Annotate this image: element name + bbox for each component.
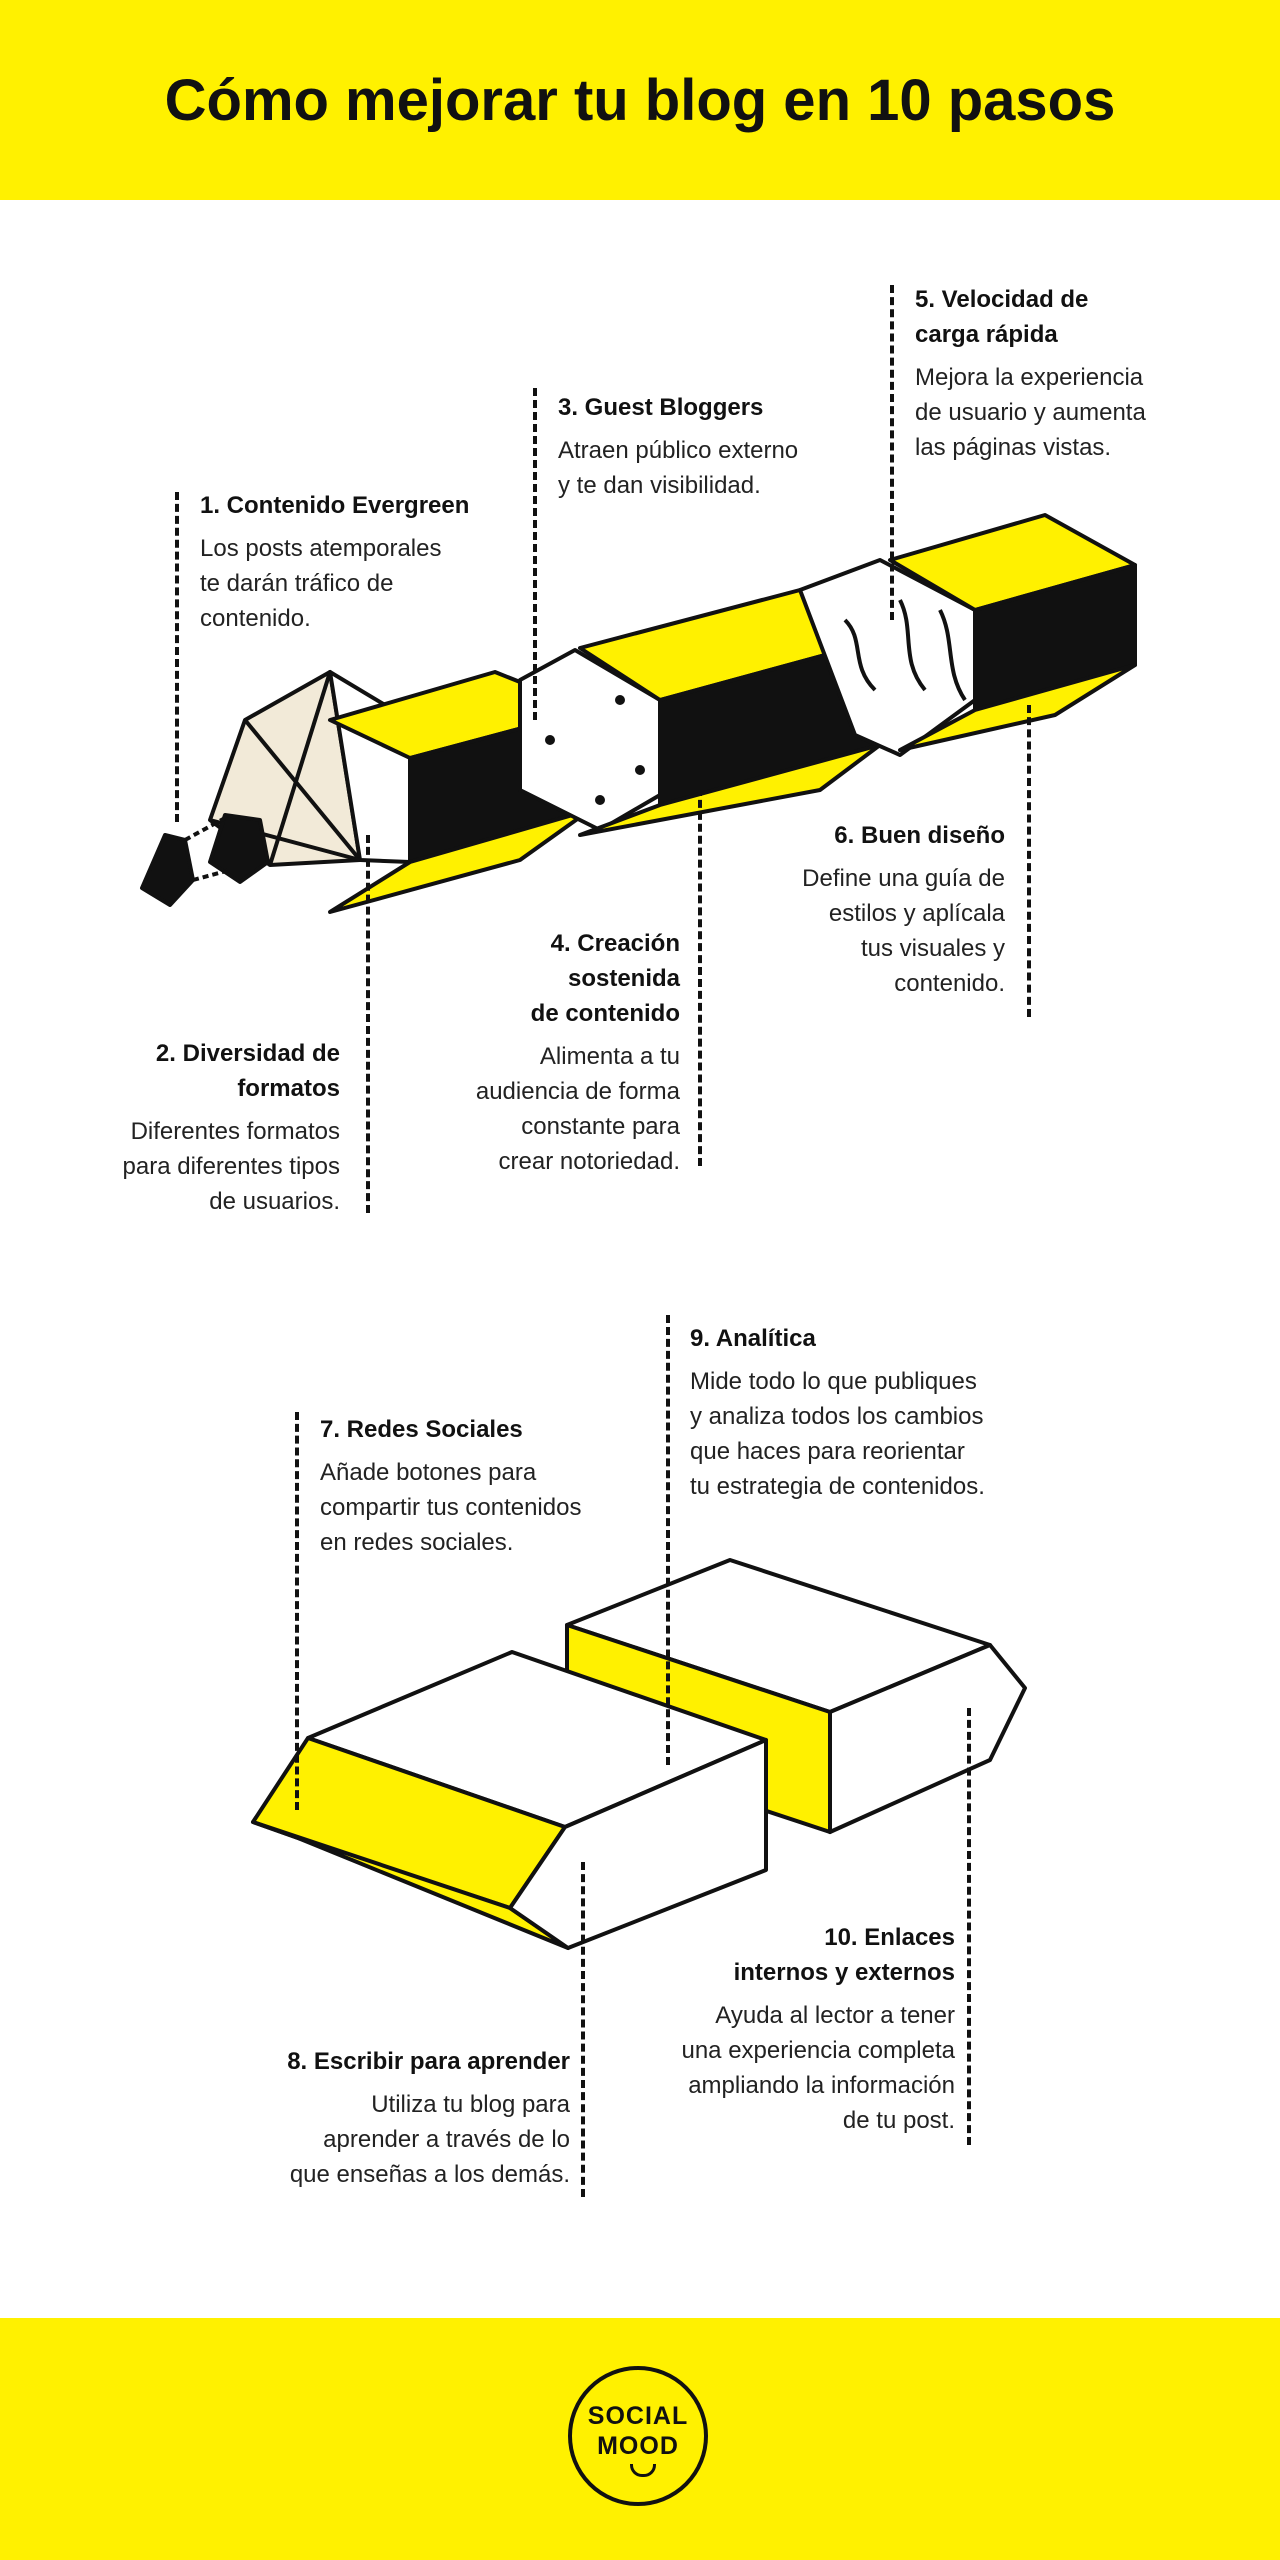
step-5-text: Mejora la experiencia de usuario y aumen… [915,364,1146,461]
step-3-text: Atraen público externo y te dan visibili… [558,437,799,499]
step-8-title: 8. Escribir para aprender [287,2048,570,2075]
step-7-title: 7. Redes Sociales [320,1416,523,1443]
step-10: 10. Enlaces internos y externos Ayuda al… [610,1920,955,2138]
step-1-text: Los posts atemporales te darán tráfico d… [200,535,442,632]
step-9: 9. Analítica Mide todo lo que publiques … [690,1321,1090,1504]
step-3: 3. Guest Bloggers Atraen público externo… [558,390,878,503]
leader-line [175,492,179,822]
eraser-illustration [251,1558,1027,1950]
step-5-title: 5. Velocidad de carga rápida [915,286,1089,348]
step-4-title: 4. Creación sostenida de contenido [530,930,680,1027]
step-7: 7. Redes Sociales Añade botones para com… [320,1412,660,1560]
step-7-text: Añade botones para compartir tus conteni… [320,1459,582,1556]
leader-line [366,835,370,1213]
step-1: 1. Contenido Evergreen Los posts atempor… [200,488,540,636]
leader-line [581,1862,585,2197]
leader-line [698,788,702,1166]
step-8: 8. Escribir para aprender Utiliza tu blo… [220,2044,570,2192]
step-9-title: 9. Analítica [690,1325,816,1352]
step-3-title: 3. Guest Bloggers [558,394,764,421]
step-2: 2. Diversidad de formatos Diferentes for… [40,1036,340,1219]
step-2-title: 2. Diversidad de formatos [155,1040,340,1102]
smile-icon [630,2464,656,2477]
step-6-text: Define una guía de estilos y aplícala tu… [802,865,1005,997]
leader-line [967,1708,971,2145]
step-2-text: Diferentes formatos para diferentes tipo… [122,1118,340,1215]
step-4-text: Alimenta a tu audiencia de forma constan… [475,1043,680,1175]
logo-text-top: SOCIAL [587,2402,689,2430]
leader-line [666,1315,670,1765]
step-6: 6. Buen diseño Define una guía de estilo… [755,818,1005,1001]
step-8-text: Utiliza tu blog para aprender a través d… [289,2091,570,2188]
step-10-title: 10. Enlaces internos y externos [733,1924,955,1986]
leader-line [1027,705,1031,1017]
leader-line [295,1412,299,1810]
social-mood-logo: SOCIAL MOOD [568,2366,708,2506]
step-10-text: Ayuda al lector a tener una experiencia … [681,2002,955,2134]
pencil-illustration [140,513,1137,914]
step-4: 4. Creación sostenida de contenido Alime… [400,926,680,1179]
leader-line [890,285,894,620]
leader-line [533,388,537,720]
step-1-title: 1. Contenido Evergreen [200,492,470,519]
header-band: Cómo mejorar tu blog en 10 pasos [0,0,1280,200]
step-6-title: 6. Buen diseño [834,822,1005,849]
page-title: Cómo mejorar tu blog en 10 pasos [164,68,1116,133]
step-5: 5. Velocidad de carga rápida Mejora la e… [915,282,1235,465]
step-9-text: Mide todo lo que publiques y analiza tod… [690,1368,985,1500]
logo-text-bottom: MOOD [597,2432,679,2460]
